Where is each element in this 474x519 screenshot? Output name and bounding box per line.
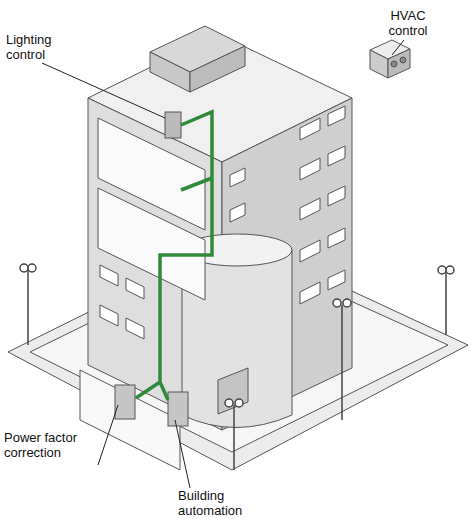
rooftop-unit-side — [150, 52, 190, 92]
entrance — [218, 368, 248, 414]
ground-plaza — [8, 238, 468, 470]
callout-label: Building automation — [178, 488, 260, 518]
hvac-fan — [400, 57, 406, 63]
cutaway-floor — [98, 188, 205, 300]
leader-lines — [42, 40, 404, 488]
automation-cabinet — [168, 392, 188, 426]
control-wiring — [160, 178, 212, 400]
callout-label: Power factor correction — [4, 430, 94, 460]
hvac-fan — [391, 61, 397, 67]
control-wiring — [136, 112, 212, 398]
callout-label: Lighting control — [6, 32, 68, 62]
hvac-unit — [370, 50, 388, 78]
callout-label: HVAC control — [378, 8, 438, 38]
lighting-panel — [165, 112, 181, 138]
windows — [100, 106, 345, 339]
power-factor-cabinet — [115, 385, 135, 419]
lamp-posts — [20, 264, 454, 470]
hvac-unit — [388, 49, 410, 78]
rooftop-unit-side — [190, 46, 245, 92]
cutaway-basement — [80, 370, 180, 470]
